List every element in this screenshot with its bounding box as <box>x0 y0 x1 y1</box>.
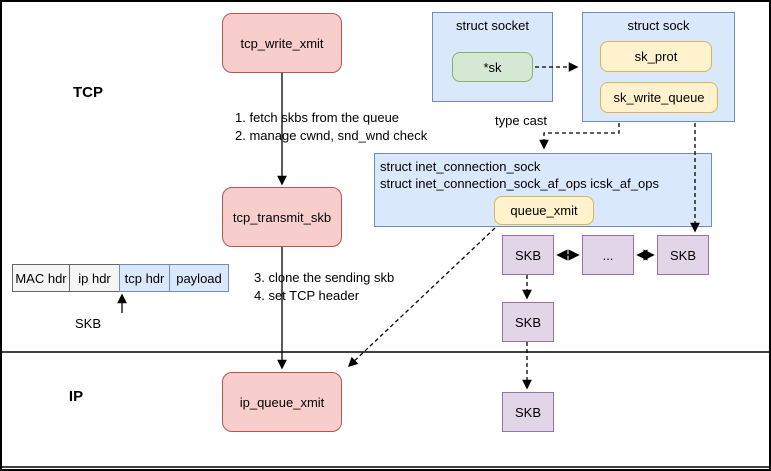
node-sk-prot: sk_prot <box>600 41 712 72</box>
annotation-steps-3-4: 3. clone the sending skb 4. set TCP head… <box>254 269 394 305</box>
packet-tcp-hdr: tcp hdr <box>119 264 170 292</box>
node-tcp-write-xmit: tcp_write_xmit <box>222 13 342 73</box>
node-tcp-write-xmit-label: tcp_write_xmit <box>240 35 324 51</box>
packet-skb-label: SKB <box>75 316 102 331</box>
packet-tcp-hdr-label: tcp hdr <box>124 270 165 286</box>
skb-queue-left-label: SKB <box>514 247 541 263</box>
annotation-step2: 2. manage cwnd, snd_wnd check <box>235 128 428 143</box>
sk-write-queue-label: sk_write_queue <box>613 90 705 105</box>
skb-sent-label: SKB <box>514 404 541 420</box>
packet-mac-hdr-label: MAC hdr <box>15 270 67 286</box>
node-skb-sent: SKB <box>502 392 554 432</box>
node-skb-cloned: SKB <box>502 302 554 342</box>
annotation-type-cast: type cast <box>495 113 548 128</box>
annotation-step3: 3. clone the sending skb <box>254 270 395 285</box>
packet-ip-hdr-label: ip hdr <box>78 270 111 286</box>
node-queue-xmit: queue_xmit <box>494 196 594 225</box>
node-tcp-transmit-skb: tcp_transmit_skb <box>222 187 342 247</box>
skb-queue-dots-label: ... <box>602 247 614 263</box>
inet-line2: struct inet_connection_sock_af_ops icsk_… <box>380 176 659 191</box>
inet-connection-sock-text: struct inet_connection_sock struct inet_… <box>380 158 709 192</box>
node-sk-write-queue: sk_write_queue <box>600 82 718 113</box>
sk-pointer-label: *sk <box>483 59 502 75</box>
node-ip-queue-xmit-label: ip_queue_xmit <box>239 394 325 410</box>
skb-cloned-label: SKB <box>514 314 541 330</box>
struct-sock-title: struct sock <box>627 18 690 33</box>
queue-xmit-label: queue_xmit <box>510 203 578 218</box>
node-skb-queue-dots: ... <box>582 235 634 275</box>
skb-queue-right-label: SKB <box>669 247 696 263</box>
node-skb-queue-right: SKB <box>657 235 709 275</box>
inet-line1: struct inet_connection_sock <box>380 159 541 174</box>
annotation-step1: 1. fetch skbs from the queue <box>235 110 400 125</box>
node-skb-queue-left: SKB <box>502 235 554 275</box>
packet-ip-hdr: ip hdr <box>69 264 120 292</box>
packet-mac-hdr: MAC hdr <box>12 264 70 292</box>
node-tcp-transmit-skb-label: tcp_transmit_skb <box>232 209 332 225</box>
arrow-typecast <box>539 123 620 150</box>
packet-payload-label: payload <box>176 270 222 286</box>
annotation-step4: 4. set TCP header <box>254 288 360 303</box>
node-ip-queue-xmit: ip_queue_xmit <box>222 372 342 432</box>
packet-payload: payload <box>169 264 229 292</box>
node-sk-pointer: *sk <box>452 52 533 82</box>
tcp-layer-label: TCP <box>73 84 103 101</box>
annotation-steps-1-2: 1. fetch skbs from the queue 2. manage c… <box>235 109 427 145</box>
struct-socket-title: struct socket <box>456 18 529 33</box>
ip-layer-label: IP <box>68 388 84 405</box>
sk-prot-label: sk_prot <box>634 49 678 64</box>
